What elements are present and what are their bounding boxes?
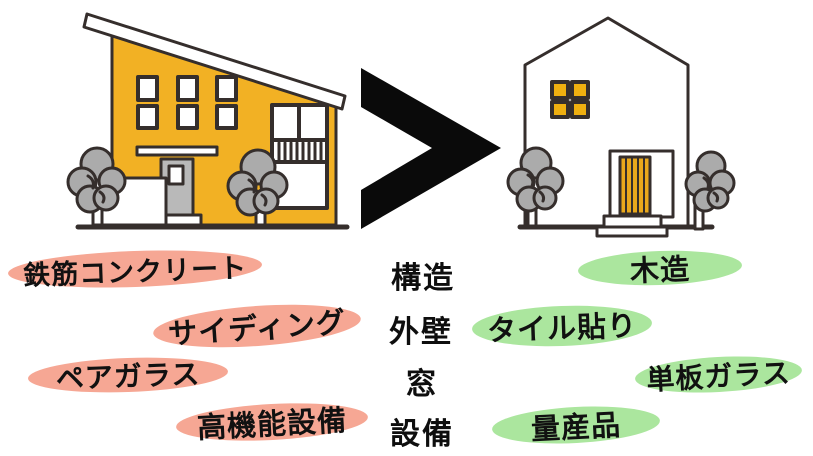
entrance-steps	[595, 214, 669, 238]
door-icon	[608, 149, 675, 219]
left-item-window: ペアガラス	[27, 354, 229, 396]
tree-icon	[506, 146, 565, 228]
category-wall: 外壁	[389, 315, 453, 350]
greater-than-icon	[361, 68, 501, 229]
canopy	[135, 145, 219, 157]
right-item-wall: タイル貼り	[471, 302, 653, 350]
tree-icon	[66, 146, 127, 227]
category-equipment: 設備	[390, 417, 454, 452]
simple-house-icon	[506, 16, 736, 238]
left-item-equipment: 高機能設備	[175, 399, 369, 445]
category-window: 窓	[406, 367, 438, 402]
four-pane-window	[550, 80, 590, 119]
modern-house-icon	[66, 12, 350, 230]
tree-icon	[226, 148, 289, 227]
category-structure: 構造	[391, 261, 455, 296]
tree-icon	[684, 150, 736, 231]
small-windows	[136, 75, 238, 130]
left-item-structure: 鉄筋コンクリート	[7, 246, 263, 292]
right-item-window: 単板ガラス	[634, 352, 803, 397]
